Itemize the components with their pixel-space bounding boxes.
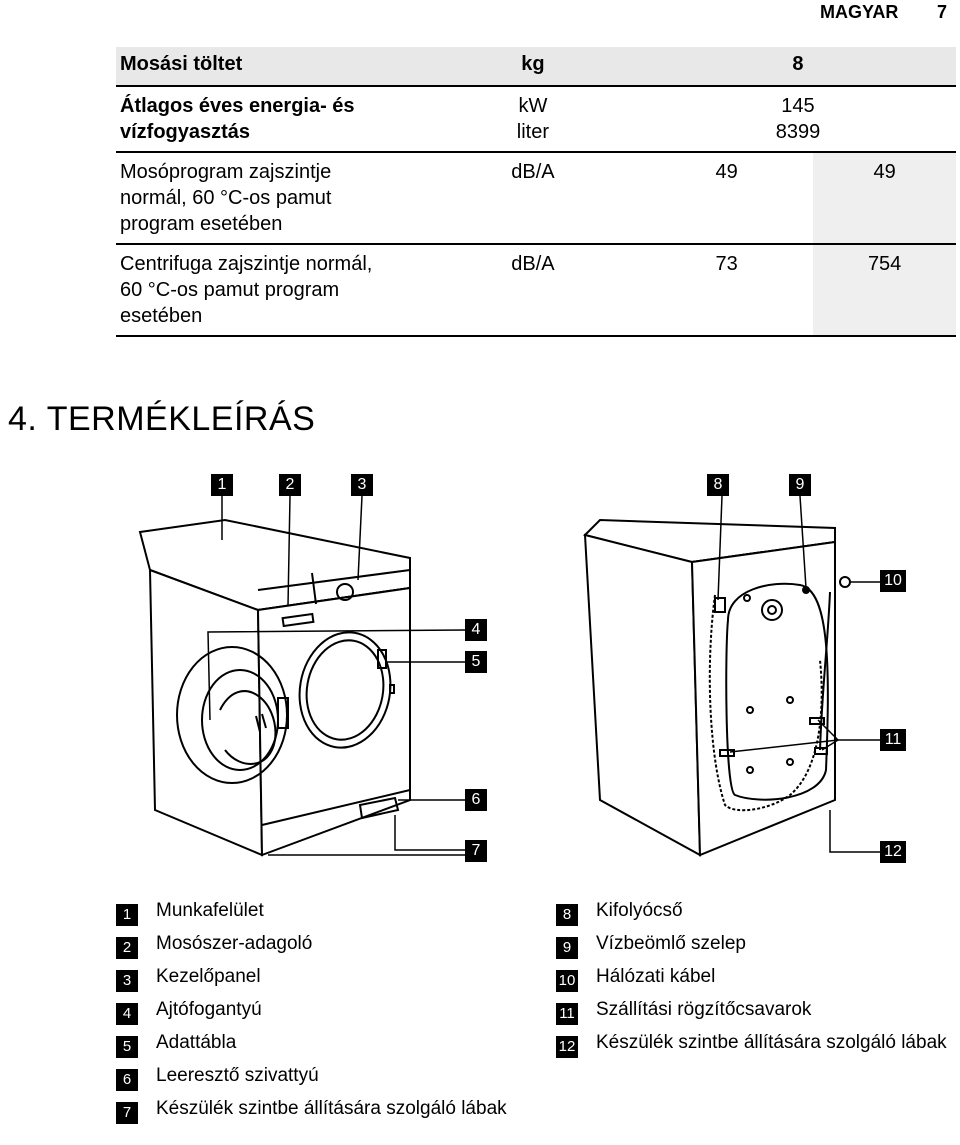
callout-8: 8 xyxy=(707,474,729,496)
spec-label-text: Átlagos éves energia- és vízfogyasztás xyxy=(120,95,355,143)
legend-text: Készülék szintbe állítására szolgáló láb… xyxy=(156,1098,507,1119)
spec-label: Mosóprogram zajszintje normál, 60 °C-os … xyxy=(116,152,426,245)
legend-number: 3 xyxy=(116,970,138,992)
product-illustration xyxy=(138,495,880,857)
callout-3: 3 xyxy=(351,474,373,496)
legend-text: Kifolyócső xyxy=(596,900,683,921)
callout-4: 4 xyxy=(465,619,487,641)
legend-text: Vízbeömlő szelep xyxy=(596,933,746,954)
callout-5: 5 xyxy=(465,651,487,673)
spec-label: Mosási töltet xyxy=(116,47,426,87)
callout-11: 11 xyxy=(880,729,906,751)
spec-label: Átlagos éves energia- és vízfogyasztás xyxy=(116,86,426,153)
legend-number: 11 xyxy=(556,1003,578,1025)
legend-number: 2 xyxy=(116,937,138,959)
legend-number: 10 xyxy=(556,970,578,992)
callout-1: 1 xyxy=(211,474,233,496)
callout-6: 6 xyxy=(465,789,487,811)
spec-value: 145 8399 xyxy=(639,86,956,153)
page-number: 7 xyxy=(937,2,948,22)
legend-text: Hálózati kábel xyxy=(596,966,716,987)
legend-number: 9 xyxy=(556,937,578,959)
spec-label: Centrifuga zajszintje normál, 60 °C-os p… xyxy=(116,244,426,337)
legend-text: Kezelőpanel xyxy=(156,966,261,987)
callout-12: 12 xyxy=(880,841,906,863)
legend-number: 12 xyxy=(556,1036,578,1058)
spec-value-1: 73 xyxy=(639,244,814,337)
callout-10: 10 xyxy=(880,570,906,592)
spec-value-2: 49 xyxy=(813,152,956,245)
legend-number: 7 xyxy=(116,1102,138,1124)
spec-unit: dB/A xyxy=(425,244,640,337)
spec-value-1: 49 xyxy=(639,152,814,245)
specs-table: Mosási töltet kg 8 Átlagos éves energia-… xyxy=(116,47,956,337)
legend-text: Adattábla xyxy=(156,1032,237,1053)
callout-2: 2 xyxy=(279,474,301,496)
specs-row: Mosási töltet kg 8 xyxy=(116,47,956,87)
legend-number: 6 xyxy=(116,1069,138,1091)
spec-unit: dB/A xyxy=(425,152,640,245)
spec-unit: kg xyxy=(425,47,640,87)
specs-row: Centrifuga zajszintje normál, 60 °C-os p… xyxy=(116,244,956,337)
leader-lines xyxy=(207,495,880,856)
specs-row: Átlagos éves energia- és vízfogyasztás k… xyxy=(116,86,956,153)
front-machine-illustration xyxy=(138,518,411,857)
specs-row: Mosóprogram zajszintje normál, 60 °C-os … xyxy=(116,152,956,245)
spec-label-text: Centrifuga zajszintje normál, 60 °C-os p… xyxy=(120,253,373,327)
rear-machine-illustration xyxy=(583,518,851,857)
legend-number: 5 xyxy=(116,1036,138,1058)
callout-7: 7 xyxy=(465,840,487,862)
legend-text: Szállítási rögzítőcsavarok xyxy=(596,999,812,1020)
callout-9: 9 xyxy=(789,474,811,496)
legend-text: Munkafelület xyxy=(156,900,264,921)
spec-unit: kW liter xyxy=(425,86,640,153)
legend-text: Leeresztő szivattyú xyxy=(156,1065,319,1086)
header-language: MAGYAR xyxy=(820,2,899,22)
legend-number: 4 xyxy=(116,1003,138,1025)
section-title: 4. TERMÉKLEÍRÁS xyxy=(8,400,316,438)
legend-number: 8 xyxy=(556,904,578,926)
spec-value: 8 xyxy=(639,47,956,87)
legend-number: 1 xyxy=(116,904,138,926)
spec-label-text: Mosóprogram zajszintje normál, 60 °C-os … xyxy=(120,161,332,235)
legend-text: Készülék szintbe állítására szolgáló láb… xyxy=(596,1032,947,1053)
legend-text: Ajtófogantyú xyxy=(156,999,262,1020)
spec-value-2: 754 xyxy=(813,244,956,337)
legend-text: Mosószer-adagoló xyxy=(156,933,313,954)
